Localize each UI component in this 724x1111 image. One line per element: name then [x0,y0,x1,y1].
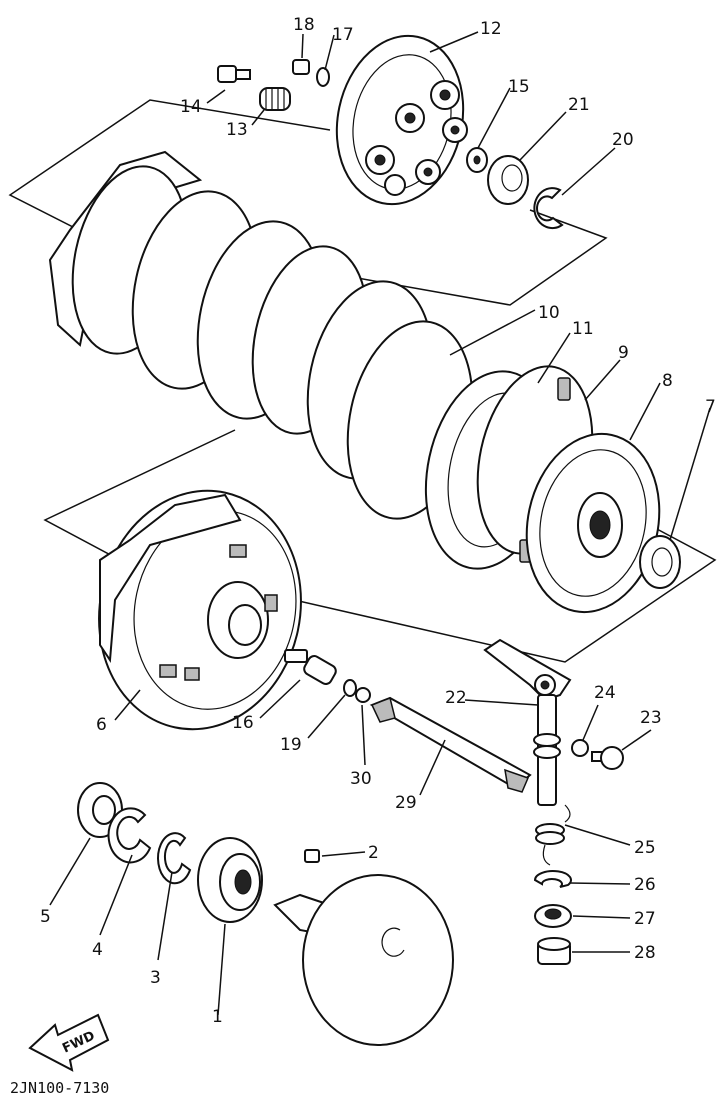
document-code: 2JN100-7130 [10,1079,109,1097]
lower-assembly-guide [43,429,717,663]
steel-ball [343,679,357,697]
callout-15: 15 [508,77,530,97]
callout-10: 10 [538,303,560,323]
bolt [217,65,251,83]
callout-26: 26 [634,875,656,895]
oil-seal [534,904,572,928]
callout-3: 3 [150,968,161,988]
callout-17: 17 [332,25,354,45]
callout-19: 19 [280,735,302,755]
callout-23: 23 [640,708,662,728]
callout-25: 25 [634,838,656,858]
primary-driven-gear [525,432,661,614]
locknut [466,147,488,173]
axle-circlip [533,870,572,888]
callout-18: 18 [293,15,315,35]
pressure-plate [335,34,468,206]
push-lever-axle [483,638,572,806]
callout-29: 29 [395,793,417,813]
callout-leaders [49,31,711,1016]
callout-28: 28 [634,943,656,963]
axle-bearing [537,937,571,965]
callout-9: 9 [618,343,629,363]
callout-8: 8 [662,371,673,391]
clutch-spring [259,87,291,111]
bearing [487,155,529,205]
callout-14: 14 [180,97,202,117]
push-rod-long [369,696,532,793]
callout-2: 2 [368,843,379,863]
nut [292,59,310,75]
lock-washer [639,535,681,589]
callout-7: 7 [705,397,716,417]
callout-1: 1 [212,1007,223,1027]
callout-13: 13 [226,120,248,140]
push-rod [284,649,337,685]
circlip [533,187,564,230]
plain-washer [571,739,589,757]
callout-12: 12 [480,19,502,39]
steel-ball-small [355,687,371,703]
retaining-circlip [157,832,192,885]
callout-4: 4 [92,940,103,960]
key [304,849,320,863]
callout-6: 6 [96,715,107,735]
callout-30: 30 [350,769,372,789]
callout-22: 22 [445,688,467,708]
callout-21: 21 [568,95,590,115]
callout-20: 20 [612,130,634,150]
callout-27: 27 [634,909,656,929]
crankshaft [273,874,454,1046]
primary-drive-gear [197,837,263,923]
callout-16: 16 [232,713,254,733]
callout-labels: 1 2 3 4 5 6 7 8 9 10 11 12 13 14 15 16 1… [40,15,716,1027]
clutch-housing [98,489,302,731]
friction-plate-stack [48,150,474,520]
return-spring [535,804,571,866]
forward-arrow-icon: FWD [28,1013,110,1072]
lever-bolt [591,746,624,770]
callout-24: 24 [594,683,616,703]
callout-11: 11 [572,319,594,339]
callout-5: 5 [40,907,51,927]
washer [316,67,330,87]
thrust-washer [107,807,152,864]
